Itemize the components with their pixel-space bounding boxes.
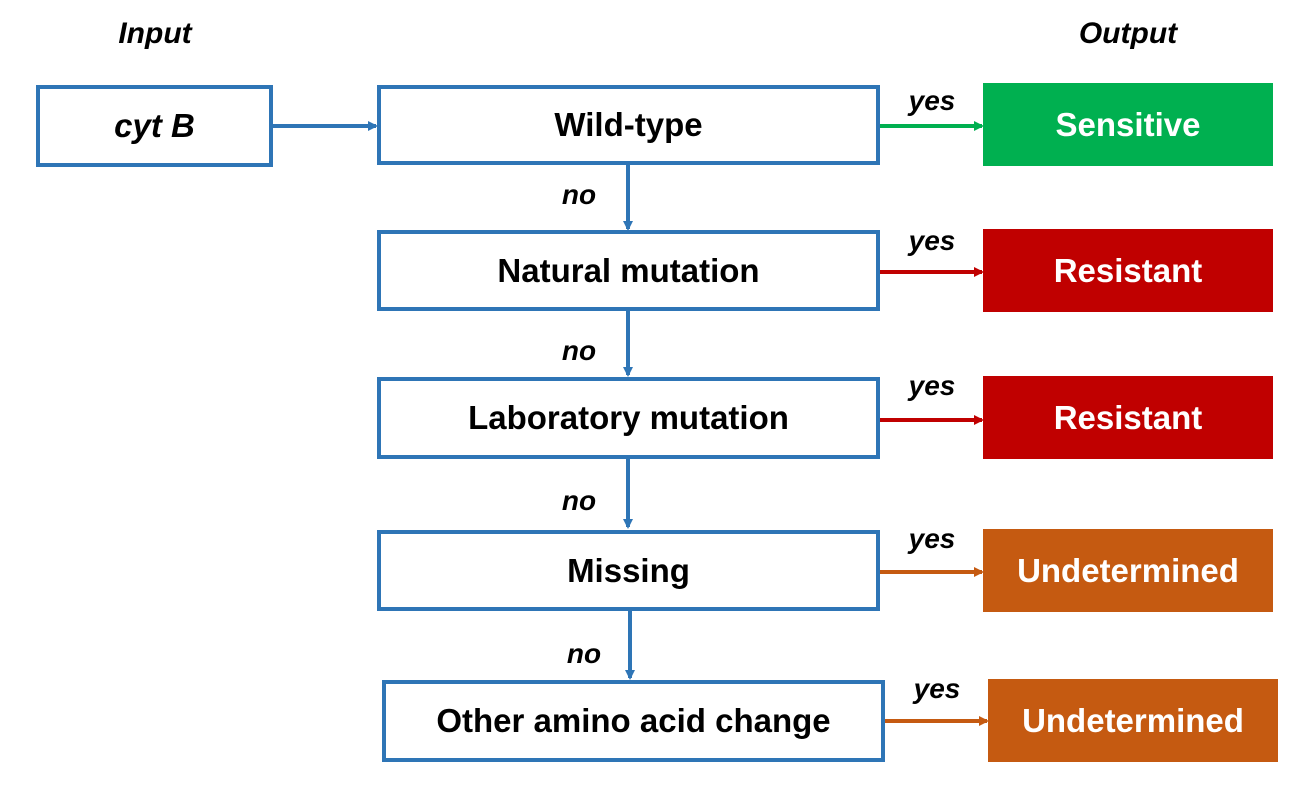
step-natural-mutation: Natural mutation xyxy=(377,230,880,311)
step-missing: Missing xyxy=(377,530,880,611)
outcome-undetermined-other: Undetermined xyxy=(988,679,1278,762)
step-wild-type: Wild-type xyxy=(377,85,880,165)
input-header: Input xyxy=(118,17,192,50)
step-other-amino-acid-change: Other amino acid change xyxy=(382,680,885,762)
output-header: Output xyxy=(1078,17,1178,50)
no-label-1: no xyxy=(561,179,597,210)
step-laboratory-mutation: Laboratory mutation xyxy=(377,377,880,459)
no-label-3: no xyxy=(561,485,597,516)
yes-label-5: yes xyxy=(913,673,961,704)
yes-label-2: yes xyxy=(908,225,956,256)
no-label-2: no xyxy=(561,335,597,366)
yes-label-3: yes xyxy=(908,370,956,401)
no-label-4: no xyxy=(566,638,602,669)
yes-label-4: yes xyxy=(908,523,956,554)
outcome-sensitive: Sensitive xyxy=(983,83,1273,166)
outcome-resistant-laboratory: Resistant xyxy=(983,376,1273,459)
outcome-resistant-natural: Resistant xyxy=(983,229,1273,312)
yes-label-1: yes xyxy=(908,85,956,116)
outcome-undetermined-missing: Undetermined xyxy=(983,529,1273,612)
input-box-cytb: cyt B xyxy=(36,85,273,167)
